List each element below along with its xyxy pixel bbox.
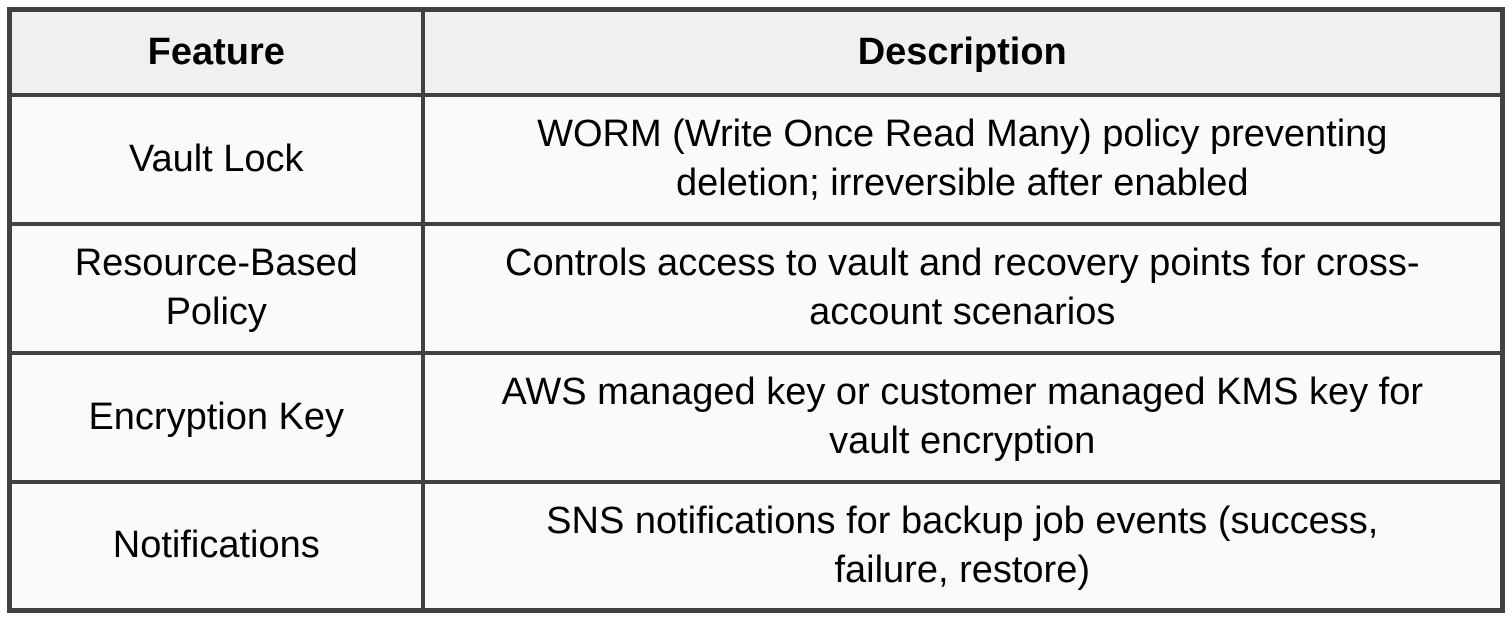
table-row-vault-lock: Vault Lock WORM (Write Once Read Many) p… [7,92,1505,226]
feature-cell: Resource-Based Policy [7,221,425,355]
description-cell: WORM (Write Once Read Many) policy preve… [420,92,1505,226]
table-header-row: Feature Description [7,7,1505,97]
column-header-feature: Feature [7,7,425,97]
table-row-resource-based-policy: Resource-Based Policy Controls access to… [7,221,1505,355]
feature-cell: Notifications [7,479,425,613]
table-row-notifications: Notifications SNS notifications for back… [7,479,1505,613]
table-row-encryption-key: Encryption Key AWS managed key or custom… [7,350,1505,484]
feature-cell: Encryption Key [7,350,425,484]
description-cell: SNS notifications for backup job events … [420,479,1505,613]
column-header-description: Description [420,7,1505,97]
description-cell: Controls access to vault and recovery po… [420,221,1505,355]
features-table: Feature Description Vault Lock WORM (Wri… [7,7,1505,613]
feature-cell: Vault Lock [7,92,425,226]
description-cell: AWS managed key or customer managed KMS … [420,350,1505,484]
